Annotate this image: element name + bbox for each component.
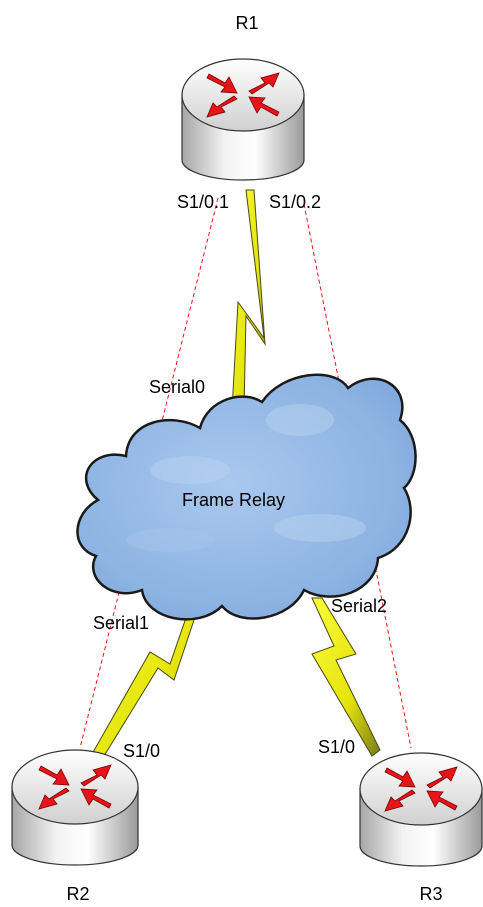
interface-r2-s1-0: S1/0 bbox=[123, 741, 160, 761]
serial-link-cloud-r2 bbox=[91, 611, 197, 757]
interface-fr-serial2: Serial2 bbox=[331, 596, 387, 616]
interface-r1-s1-0-2: S1/0.2 bbox=[269, 192, 321, 212]
router-r1[interactable] bbox=[181, 58, 305, 181]
router-r2[interactable] bbox=[11, 749, 139, 866]
cloud-shape bbox=[76, 373, 417, 621]
router-r3[interactable] bbox=[359, 752, 483, 867]
interface-r1-s1-0-1: S1/0.1 bbox=[177, 192, 229, 212]
router-r3-name: R3 bbox=[419, 884, 442, 904]
interface-fr-serial0: Serial0 bbox=[149, 377, 205, 397]
serial-link-cloud-r3 bbox=[311, 597, 381, 757]
interface-r3-s1-0: S1/0 bbox=[318, 737, 355, 757]
router-r1-name: R1 bbox=[235, 13, 258, 33]
pvc-r1-r3 bbox=[303, 203, 412, 749]
frame-relay-cloud bbox=[76, 373, 417, 621]
router-r2-name: R2 bbox=[66, 884, 89, 904]
serial-link-r1-cloud bbox=[231, 189, 266, 411]
cloud-label: Frame Relay bbox=[182, 490, 285, 510]
interface-fr-serial1: Serial1 bbox=[93, 613, 149, 633]
